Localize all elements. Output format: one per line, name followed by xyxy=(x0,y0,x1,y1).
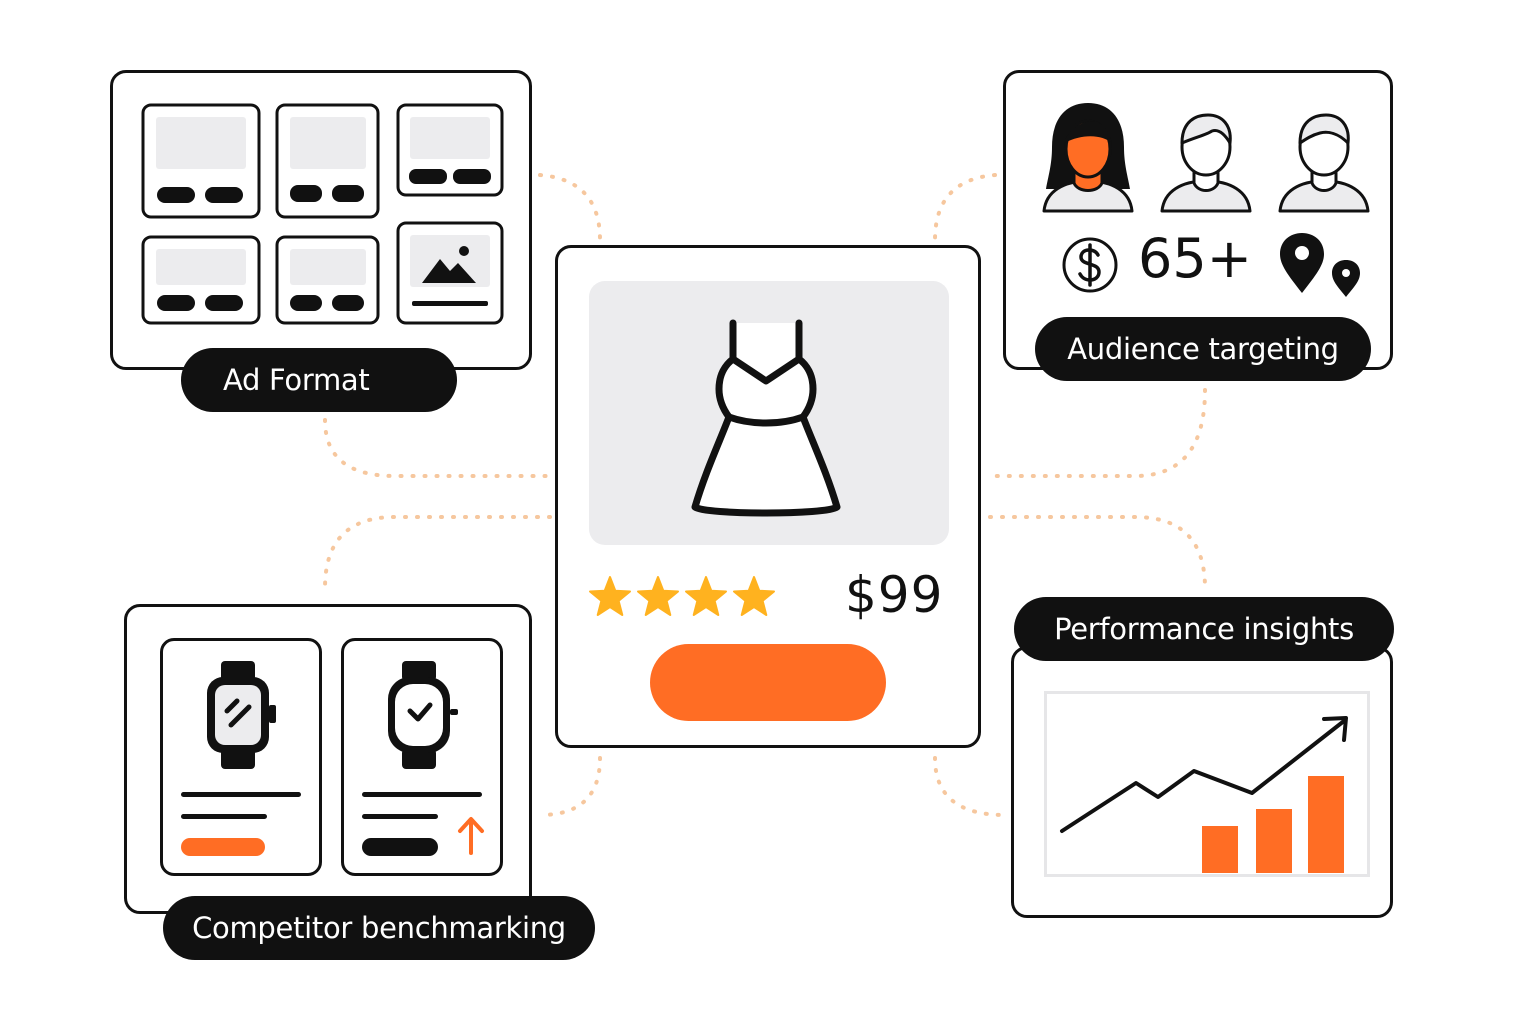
competitor-benchmarking-label: Competitor benchmarking xyxy=(163,896,595,960)
ad-format-grid xyxy=(141,103,504,325)
competitor-card[interactable] xyxy=(160,638,322,876)
location-pin-icon xyxy=(1280,233,1360,297)
ad-format-card[interactable] xyxy=(396,103,504,197)
product-ad-card: $99 xyxy=(555,245,981,748)
up-arrow-icon xyxy=(458,817,484,855)
ad-format-card[interactable] xyxy=(141,235,261,325)
star-rating xyxy=(589,576,775,616)
product-image xyxy=(589,281,949,545)
age-range-text: 65+ xyxy=(1138,227,1252,290)
buy-button[interactable] xyxy=(650,644,886,721)
text-line xyxy=(181,814,267,819)
chart-bar xyxy=(1308,776,1344,873)
competitor-benchmarking-panel xyxy=(124,604,532,914)
trend-line xyxy=(1060,719,1346,833)
chart-bar xyxy=(1256,809,1292,873)
trend-arrow-icon xyxy=(1322,716,1348,742)
star-icon xyxy=(733,576,775,616)
star-icon xyxy=(589,576,631,616)
performance-insights-panel xyxy=(1011,646,1393,918)
star-icon xyxy=(637,576,679,616)
text-line xyxy=(181,792,301,797)
star-icon xyxy=(685,576,727,616)
text-bar xyxy=(362,838,438,856)
text-line xyxy=(362,814,438,819)
audience-targeting-label: Audience targeting xyxy=(1035,317,1371,381)
ad-format-label: Ad Format xyxy=(181,348,457,412)
chart-bar xyxy=(1202,826,1238,873)
person-icon xyxy=(1278,113,1370,213)
highlight-bar xyxy=(181,838,265,856)
performance-insights-label: Performance insights xyxy=(1014,597,1394,661)
watch-icon xyxy=(388,661,458,769)
competitor-card[interactable] xyxy=(341,638,503,876)
ad-format-card[interactable] xyxy=(275,235,380,325)
text-line xyxy=(362,792,482,797)
image-icon xyxy=(422,246,476,283)
person-icon xyxy=(1042,103,1134,213)
dollar-icon xyxy=(1062,237,1118,293)
ad-format-card-image[interactable] xyxy=(396,221,504,325)
dress-icon xyxy=(691,319,841,517)
ad-format-card[interactable] xyxy=(141,103,261,219)
ad-format-card[interactable] xyxy=(275,103,380,219)
ad-format-panel xyxy=(110,70,532,370)
person-icon xyxy=(1160,113,1252,213)
watch-icon xyxy=(207,661,276,769)
product-price: $99 xyxy=(845,566,944,624)
performance-chart xyxy=(1044,691,1370,877)
